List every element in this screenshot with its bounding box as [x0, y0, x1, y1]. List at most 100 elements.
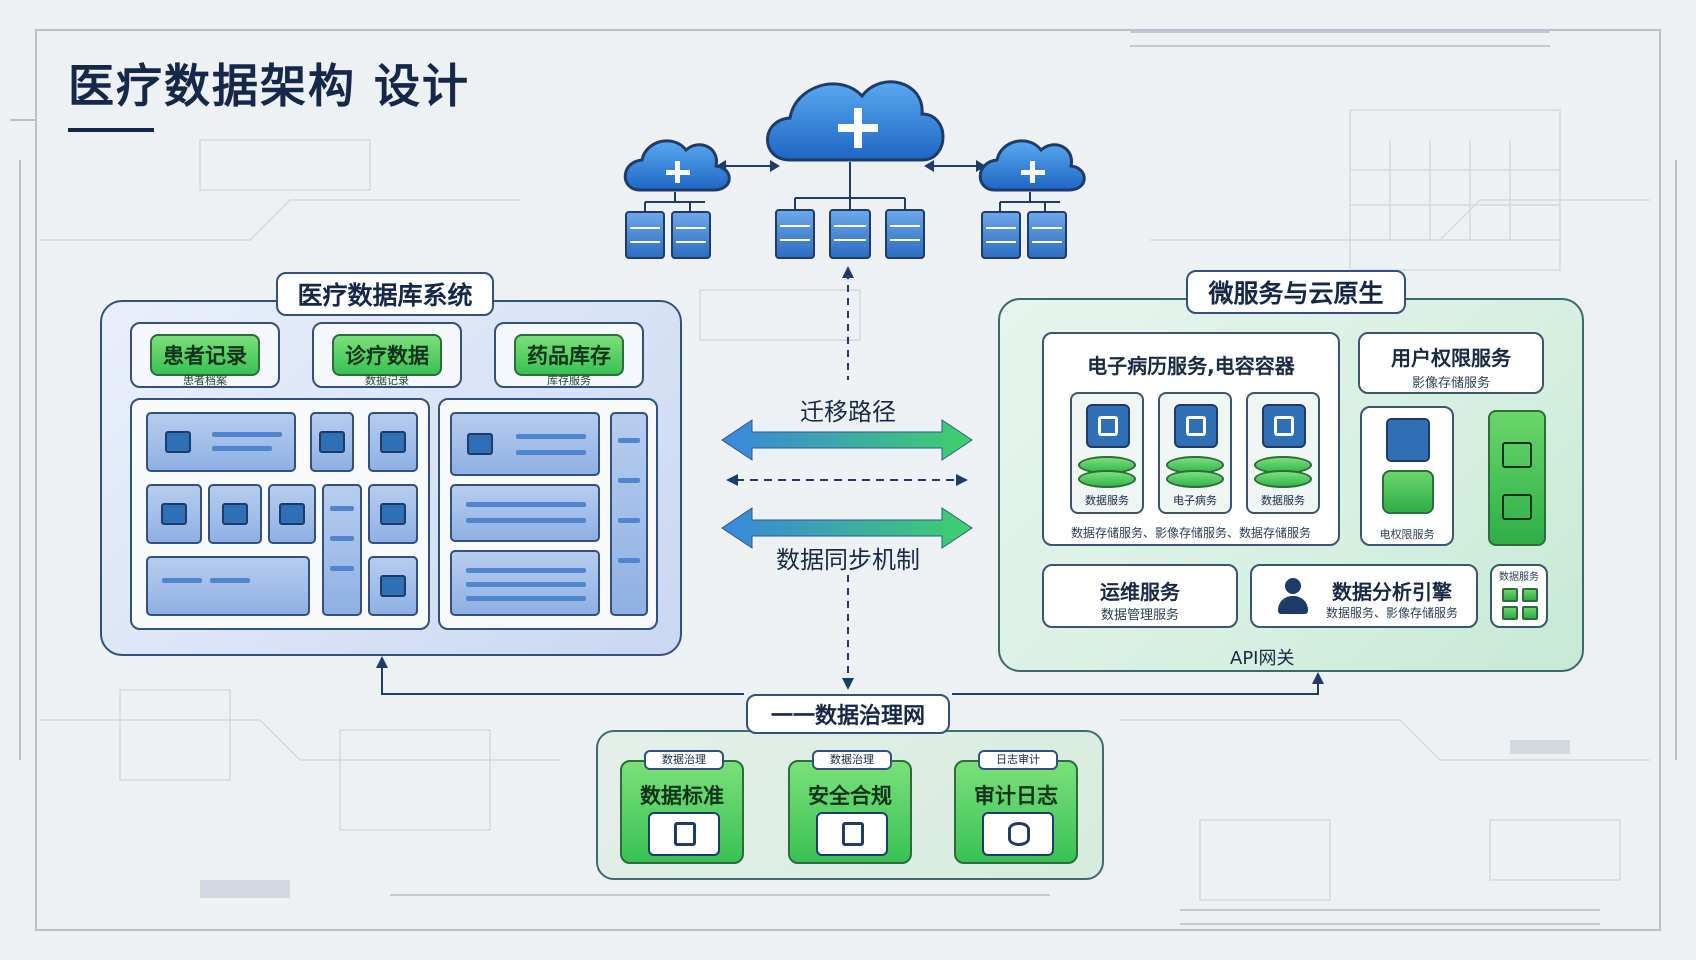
- database-icon: [1166, 470, 1224, 488]
- document-icon: [380, 575, 406, 597]
- patient-records-tag: 患者记录 患者档案: [150, 334, 260, 387]
- ehr-db-cell-label: 数据服务: [1085, 494, 1129, 507]
- ehr-db-cell[interactable]: 电子病务: [1158, 392, 1232, 514]
- module-bar: [210, 578, 250, 583]
- api-gateway-label: API网关: [1230, 648, 1295, 669]
- cloud-sync-icon: [1174, 404, 1218, 448]
- clinical-data-subtitle: 数据记录: [365, 374, 409, 387]
- patient-records-title: 患者记录: [163, 344, 247, 368]
- microservices-label: 微服务与云原生: [1186, 270, 1406, 314]
- module-bar: [466, 568, 586, 573]
- user-permission-subtitle: 影像存储服务: [1411, 376, 1490, 391]
- drug-inventory-tag: 药品库存 库存服务: [514, 334, 624, 387]
- inventory-module[interactable]: [450, 484, 600, 542]
- patient-profile-module[interactable]: [146, 412, 296, 472]
- grid-icon: [1502, 494, 1532, 520]
- document-icon: [1386, 418, 1430, 462]
- ehr-db-cell[interactable]: 数据服务: [1246, 392, 1320, 514]
- record-module[interactable]: [268, 484, 316, 544]
- microservices-panel: 电子病历服务,电容容器 数据服务 电子病务 数据服务 数据存储服务、影像存储服务…: [998, 298, 1584, 672]
- security-compliance-card[interactable]: 数据治理 安全合规: [788, 750, 912, 864]
- data-rack-tile[interactable]: [1488, 410, 1546, 546]
- medical-database-panel: 患者记录 患者档案 诊疗数据 数据记录 药品库存 库存服务: [100, 300, 682, 656]
- shield-check-icon: [1086, 404, 1130, 448]
- security-compliance-title: 安全合规: [808, 784, 892, 808]
- module-bar: [618, 558, 640, 563]
- document-icon: [319, 431, 345, 453]
- page-title: 医疗数据架构 设计: [68, 59, 471, 113]
- data-sync-label: 数据同步机制: [776, 546, 920, 574]
- migration-path-label: 迁移路径: [800, 398, 896, 426]
- grid-cell-icon: [1522, 588, 1538, 602]
- module-bar: [330, 566, 354, 571]
- person-icon: [1276, 578, 1310, 616]
- patient-records-subtitle: 患者档案: [183, 374, 227, 387]
- clinical-data-title: 诊疗数据: [345, 344, 429, 368]
- record-module[interactable]: [310, 412, 354, 472]
- record-module[interactable]: [368, 484, 418, 544]
- document-icon: [161, 503, 187, 525]
- grid-cell-icon: [1502, 606, 1518, 620]
- inventory-module[interactable]: [450, 412, 600, 476]
- permission-service-card[interactable]: 电权限服务: [1360, 406, 1454, 546]
- record-module[interactable]: [368, 412, 418, 472]
- module-bar: [466, 502, 586, 507]
- module-bar: [618, 518, 640, 523]
- ops-service-card[interactable]: 运维服务 数据管理服务: [1042, 564, 1238, 628]
- ehr-service-title: 电子病历服务,电容容器: [1087, 354, 1295, 378]
- small-data-tile-label: 数据服务: [1499, 572, 1539, 583]
- record-module[interactable]: [208, 484, 262, 544]
- drug-inventory-subtitle: 库存服务: [547, 374, 591, 387]
- patient-records-card[interactable]: 患者记录 患者档案: [130, 322, 280, 388]
- clinical-data-card[interactable]: 诊疗数据 数据记录: [312, 322, 462, 388]
- permission-service-caption: 电权限服务: [1379, 528, 1435, 541]
- module-bar: [618, 438, 640, 443]
- ehr-db-cell-label: 电子病务: [1173, 494, 1217, 507]
- mail-shield-icon: [1262, 404, 1306, 448]
- small-data-tile[interactable]: 数据服务: [1490, 564, 1548, 628]
- data-standard-card[interactable]: 数据治理 数据标准: [620, 750, 744, 864]
- user-permission-title: 用户权限服务: [1391, 346, 1511, 370]
- database-icon: [1078, 470, 1136, 488]
- user-permission-card[interactable]: 用户权限服务 影像存储服务: [1358, 332, 1544, 394]
- ops-service-subtitle: 数据管理服务: [1100, 608, 1179, 623]
- audit-log-chip: 日志审计: [978, 750, 1058, 770]
- inventory-table-module[interactable]: [450, 550, 600, 616]
- ops-service-title: 运维服务: [1100, 580, 1180, 604]
- document-icon: [222, 503, 248, 525]
- ehr-service-card[interactable]: 电子病历服务,电容容器 数据服务 电子病务 数据服务 数据存储服务、影像存储服务…: [1042, 332, 1340, 546]
- record-module[interactable]: [368, 556, 418, 616]
- module-bar: [516, 434, 586, 439]
- data-standard-title: 数据标准: [640, 784, 724, 808]
- module-bar: [330, 536, 354, 541]
- audit-log-card[interactable]: 日志审计 审计日志: [954, 750, 1078, 864]
- module-bar: [212, 446, 272, 451]
- module-bar: [466, 518, 586, 523]
- record-rack-module[interactable]: [322, 484, 362, 616]
- record-list-module[interactable]: [146, 556, 310, 616]
- server-icon: [1382, 470, 1434, 514]
- record-module[interactable]: [146, 484, 202, 544]
- data-governance-label: 一一数据治理网: [746, 694, 950, 734]
- database-icon: [982, 812, 1054, 856]
- clipboard-icon: [648, 812, 720, 856]
- drug-inventory-title: 药品库存: [527, 344, 611, 368]
- module-bar: [212, 432, 282, 437]
- security-compliance-chip: 数据治理: [812, 750, 892, 770]
- analytics-engine-title: 数据分析引擎: [1332, 580, 1452, 604]
- user-icon: [165, 431, 191, 453]
- module-bar: [516, 450, 586, 455]
- clinical-data-tag: 诊疗数据 数据记录: [332, 334, 442, 387]
- analytics-engine-card[interactable]: 数据分析引擎 数据服务、影像存储服务: [1250, 564, 1478, 628]
- data-standard-chip: 数据治理: [644, 750, 724, 770]
- document-icon: [380, 503, 406, 525]
- drug-inventory-card[interactable]: 药品库存 库存服务: [494, 322, 644, 388]
- ehr-db-cell-label: 数据服务: [1261, 494, 1305, 507]
- inventory-rack-module[interactable]: [610, 412, 648, 616]
- ehr-service-caption: 数据存储服务、影像存储服务、数据存储服务: [1070, 526, 1311, 540]
- module-bar: [330, 506, 354, 511]
- ehr-db-cell[interactable]: 数据服务: [1070, 392, 1144, 514]
- data-governance-panel: 数据治理 数据标准 数据治理 安全合规 日志审计 审计日志: [596, 730, 1104, 880]
- inventory-module-group: [438, 398, 658, 630]
